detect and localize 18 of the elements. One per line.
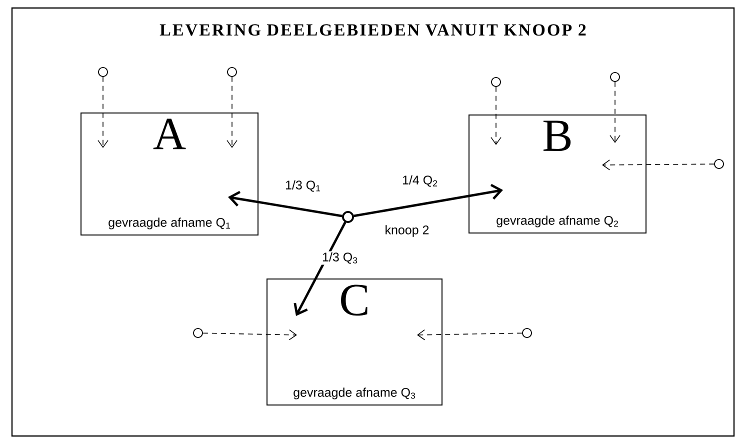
- edge-label: 1/3 Q$_{3}$: [321, 251, 359, 265]
- node-label: knoop 2: [384, 224, 430, 238]
- edge-label: 1/3 Q$_{1}$: [284, 179, 322, 193]
- title: LEVERING DEELGEBIEDEN VANUIT KNOOP 2: [160, 24, 586, 36]
- demand-area-box: B gevraagde afname Q$_{2}$: [468, 114, 646, 234]
- supply-arrow: [602, 160, 714, 170]
- demand-area-box: C gevraagde afname Q$_{3}$: [266, 278, 442, 406]
- supply-arrow: [490, 86, 502, 145]
- supply-arrow: [226, 76, 238, 148]
- flow-arrow: [294, 222, 346, 316]
- flow-arrow: [228, 190, 342, 218]
- supply-arrow: [98, 76, 108, 148]
- supply-arrow: [417, 329, 522, 340]
- supply-arrow: [202, 329, 297, 340]
- demand-area-box: A gevraagde afname Q$_{1}$: [80, 112, 258, 236]
- edge-label: 1/4 Q$_{2}$: [401, 174, 439, 188]
- flow-arrow: [354, 184, 503, 218]
- supply-arrow: [610, 82, 620, 143]
